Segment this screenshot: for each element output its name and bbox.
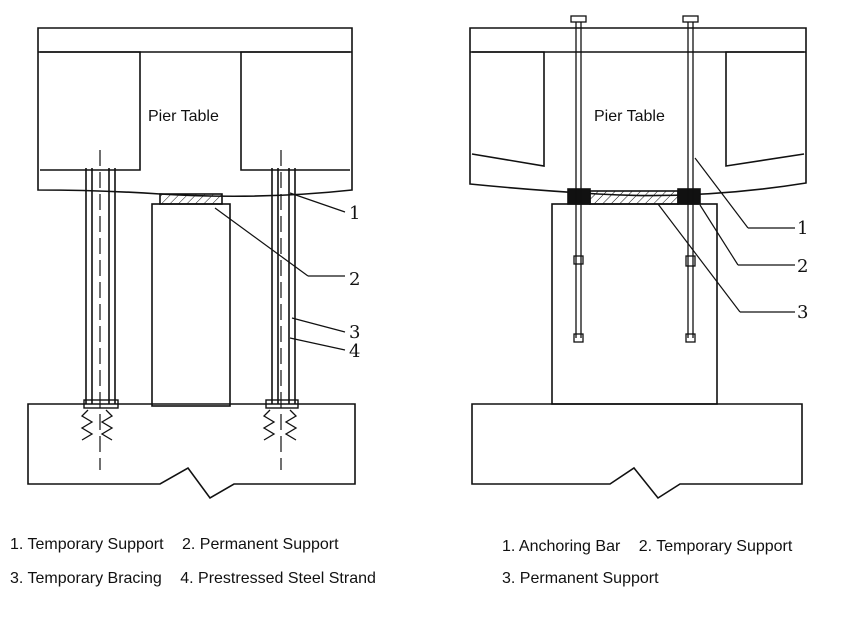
left-leader-2 [214, 207, 309, 277]
right-callout-1: 1 [797, 218, 808, 239]
left-legend-row-2: 3. Temporary Bracing 4. Prestressed Stee… [10, 569, 390, 589]
left-diagram [27, 27, 356, 500]
right-permanent-support [589, 190, 679, 205]
right-legend-row-2: 3. Permanent Support [502, 569, 673, 589]
right-diagram [469, 15, 807, 500]
right-legend-item-1: 1. Anchoring Bar [502, 538, 621, 555]
right-callout-3: 3 [797, 302, 808, 323]
right-pier-column [551, 203, 718, 405]
left-leader-3 [291, 317, 346, 333]
left-temporary-bracing-b [262, 150, 299, 470]
left-leader-1 [289, 192, 346, 213]
right-temporary-support-a [567, 188, 591, 205]
left-callout-2: 2 [349, 269, 360, 290]
left-callout-1: 1 [349, 203, 360, 224]
right-legend-item-2: 2. Temporary Support [638, 538, 793, 555]
right-callout-2: 2 [797, 256, 808, 277]
right-leader-2 [699, 204, 739, 266]
left-legend-item-4: 4. Prestressed Steel Strand [180, 570, 376, 587]
left-foundation [27, 403, 356, 500]
left-leader-4 [289, 337, 346, 351]
right-temporary-support-b [677, 188, 701, 205]
right-anchoring-bar-a [570, 15, 587, 343]
left-callout-3: 3 [349, 322, 360, 343]
right-leader-1 [694, 157, 749, 229]
right-legend-row-1: 1. Anchoring Bar 2. Temporary Support [502, 537, 806, 557]
left-legend-item-3: 3. Temporary Bracing [10, 570, 162, 587]
right-anchoring-bar-b [682, 15, 699, 343]
left-chamber-right [240, 51, 350, 171]
left-chamber-left [40, 51, 141, 171]
left-legend-row-1: 1. Temporary Support 2. Permanent Suppor… [10, 535, 353, 555]
right-chamber-left [471, 51, 545, 167]
right-chamber-right [725, 51, 805, 167]
right-pier-table-label: Pier Table [594, 108, 665, 125]
right-foundation [471, 403, 803, 500]
right-legend-item-3: 3. Permanent Support [502, 570, 659, 587]
left-legend-item-2: 2. Permanent Support [182, 536, 339, 553]
left-pier-column [151, 203, 231, 407]
left-legend-item-1: 1. Temporary Support [10, 536, 164, 553]
left-temporary-bracing-a [80, 150, 119, 470]
left-callout-4: 4 [349, 341, 360, 362]
left-permanent-support [159, 193, 223, 205]
left-pier-table-label: Pier Table [148, 108, 219, 125]
right-leader-3 [657, 203, 741, 313]
